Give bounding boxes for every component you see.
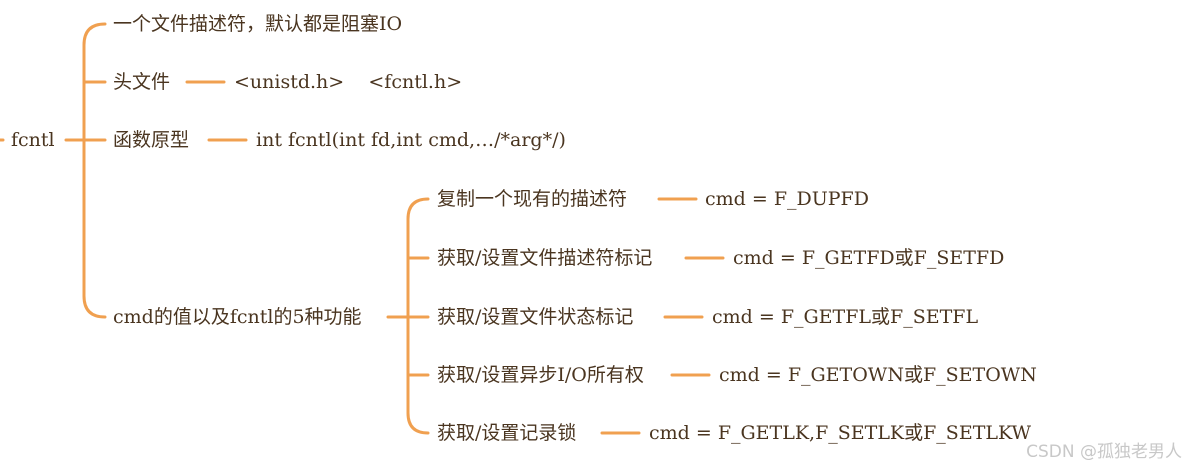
prototype-detail: int fcntl(int fd,int cmd,…/*arg*/) (256, 129, 566, 151)
cmd-item-getfl-label: 获取/设置文件状态标记 (437, 306, 634, 328)
cmd-item-getlk-value: cmd = F_GETLK,F_SETLK或F_SETLKW (649, 422, 1032, 444)
cmd-item-getfl-value: cmd = F_GETFL或F_SETFL (712, 306, 979, 328)
branch-default-blocking: 一个文件描述符，默认都是阻塞IO (113, 13, 403, 35)
cmd-item-getown-label: 获取/设置异步I/O所有权 (437, 364, 644, 386)
watermark: CSDN @孤独老男人 (1026, 442, 1182, 462)
branch-header-files: 头文件 (113, 71, 171, 93)
branch-prototype: 函数原型 (113, 129, 190, 151)
cmd-item-dupfd-label: 复制一个现有的描述符 (437, 188, 628, 210)
cmd-item-getfd-value: cmd = F_GETFD或F_SETFD (733, 247, 1005, 269)
branch-cmd-values: cmd的值以及fcntl的5种功能 (113, 306, 362, 328)
main-bracket (82, 22, 107, 319)
root-node: fcntl (11, 129, 55, 151)
cmd-item-getown-value: cmd = F_GETOWN或F_SETOWN (719, 364, 1037, 386)
cmd-item-getlk-label: 获取/设置记录锁 (437, 422, 577, 444)
cmd-item-getfd-label: 获取/设置文件描述符标记 (437, 247, 653, 269)
cmd-item-dupfd-value: cmd = F_DUPFD (705, 188, 869, 210)
header-files-detail: <unistd.h> <fcntl.h> (234, 71, 463, 93)
